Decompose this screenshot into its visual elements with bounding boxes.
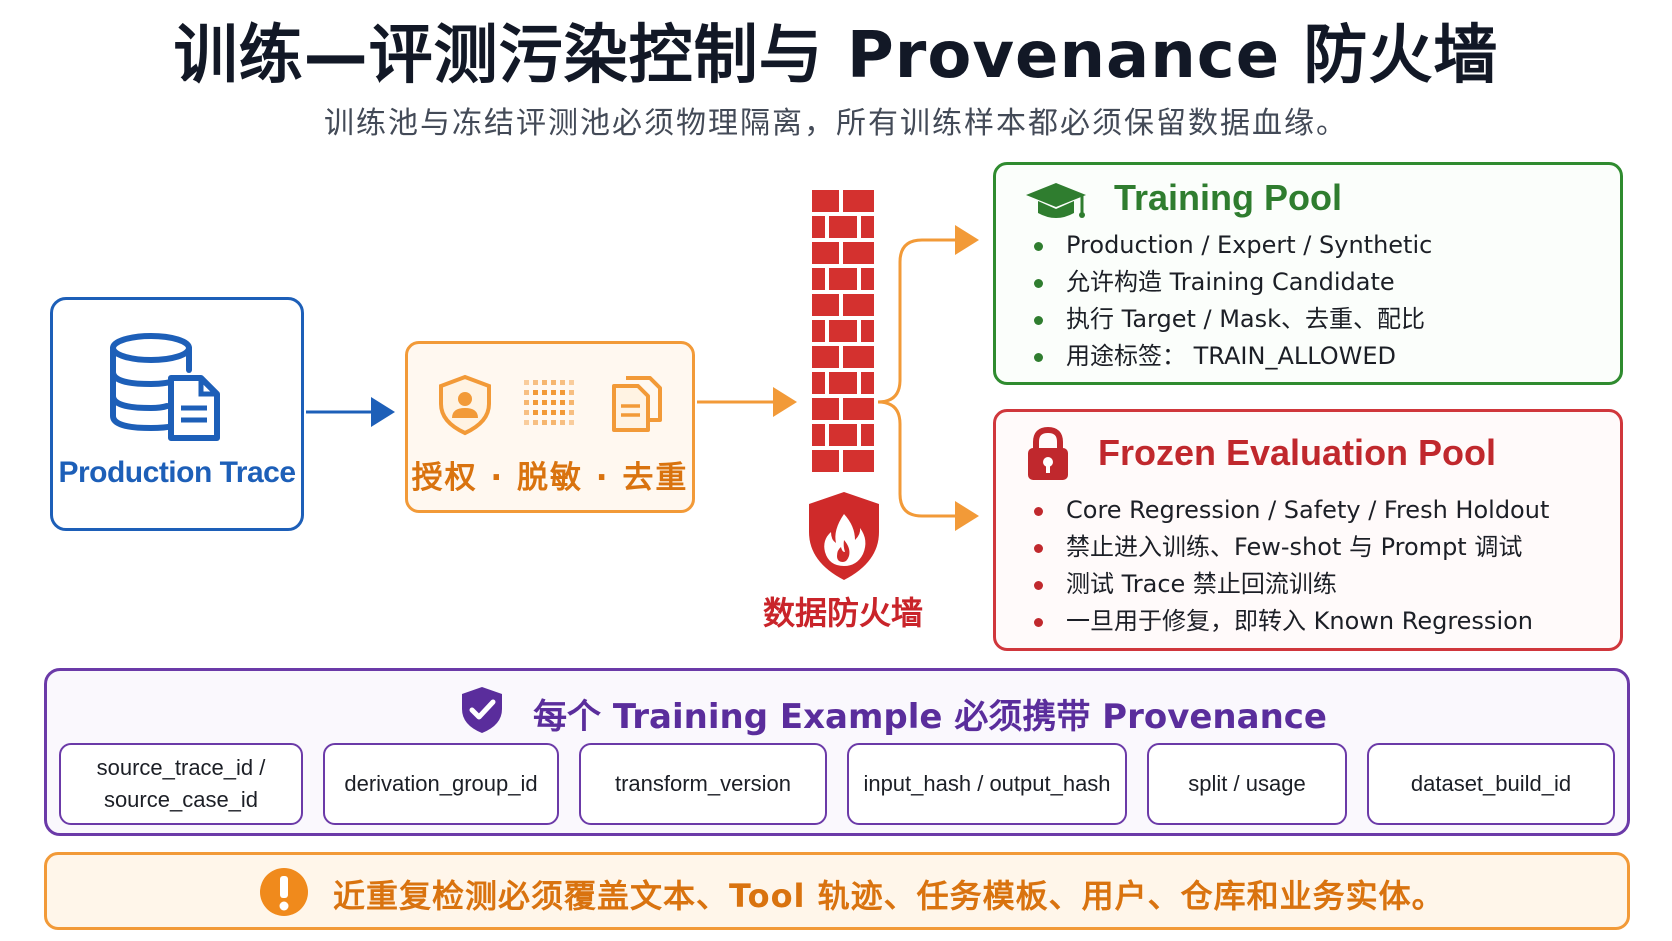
list-item: 禁止进入训练、Few-shot 与 Prompt 调试 <box>1032 529 1549 566</box>
arrow-firewall-to-pools <box>877 225 979 404</box>
list-item: 执行 Target / Mask、去重、配比 <box>1032 301 1432 338</box>
field-split-usage: split / usage <box>1147 743 1347 825</box>
warning-box: 近重复检测必须覆盖文本、Tool 轨迹、任务模板、用户、仓库和业务实体。 <box>44 852 1630 930</box>
exclamation-icon <box>260 868 308 916</box>
database-document-icon <box>110 333 220 441</box>
provenance-fields: source_trace_id / source_case_id derivat… <box>59 743 1619 825</box>
training-pool-box: Training Pool Production / Expert / Synt… <box>993 162 1623 385</box>
provenance-box: 每个 Training Example 必须携带 Provenance sour… <box>44 668 1630 836</box>
check-shield-icon <box>462 687 502 733</box>
provenance-title: 每个 Training Example 必须携带 Provenance <box>533 697 1327 737</box>
list-item: 一旦用于修复，即转入 Known Regression <box>1032 603 1549 640</box>
training-pool-list: Production / Expert / Synthetic 允许构造 Tra… <box>1032 227 1432 375</box>
frozen-pool-box: Frozen Evaluation Pool Core Regression /… <box>993 409 1623 651</box>
duplicate-docs-icon <box>612 376 662 432</box>
frozen-pool-list: Core Regression / Safety / Fresh Holdout… <box>1032 492 1549 640</box>
fire-shield-icon <box>809 492 879 580</box>
user-shield-icon <box>439 374 491 436</box>
process-box: 授权 · 脱敏 · 去重 <box>405 341 695 513</box>
list-item: Production / Expert / Synthetic <box>1032 227 1432 264</box>
process-label: 授权 · 脱敏 · 去重 <box>411 460 689 496</box>
page-subtitle: 训练池与冻结评测池必须物理隔离，所有训练样本都必须保留数据血缘。 <box>324 106 1348 141</box>
lock-icon <box>1028 426 1068 480</box>
graduation-cap-icon <box>1026 183 1086 218</box>
list-item: 允许构造 Training Candidate <box>1032 264 1432 301</box>
field-derivation-group-id: derivation_group_id <box>323 743 559 825</box>
production-trace-label: Production Trace <box>58 456 296 489</box>
provenance-header: 每个 Training Example 必须携带 Provenance <box>47 685 1627 737</box>
frozen-pool-title: Frozen Evaluation Pool <box>1098 432 1497 473</box>
production-trace-box: Production Trace <box>50 297 304 531</box>
mask-grid-icon <box>524 380 574 425</box>
field-source-trace-id: source_trace_id / source_case_id <box>59 743 303 825</box>
training-pool-title: Training Pool <box>1114 177 1343 218</box>
brick-wall-icon <box>812 190 874 472</box>
warning-text: 近重复检测必须覆盖文本、Tool 轨迹、任务模板、用户、仓库和业务实体。 <box>333 877 1445 915</box>
field-dataset-build-id: dataset_build_id <box>1367 743 1615 825</box>
list-item: Core Regression / Safety / Fresh Holdout <box>1032 492 1549 529</box>
field-transform-version: transform_version <box>579 743 827 825</box>
list-item: 测试 Trace 禁止回流训练 <box>1032 566 1549 603</box>
page-title: 训练—评测污染控制与 Provenance 防火墙 <box>173 19 1499 93</box>
field-input-output-hash: input_hash / output_hash <box>847 743 1127 825</box>
firewall-label: 数据防火墙 <box>762 594 923 632</box>
list-item: 用途标签： TRAIN_ALLOWED <box>1032 338 1432 375</box>
